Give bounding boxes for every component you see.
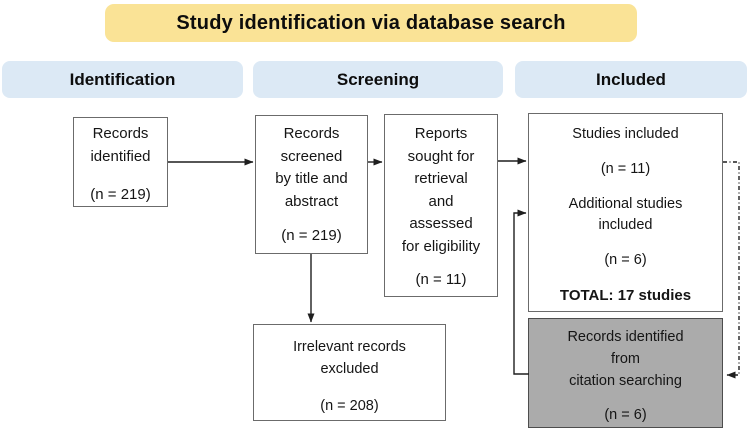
box-label: Studies included — [572, 126, 679, 142]
box-records-identified: Records identified (n = 219) — [73, 117, 168, 207]
arrow-citation-to-included — [513, 209, 529, 375]
box-label: Irrelevant records excluded — [293, 339, 406, 377]
box-citation-records: Records identified from citation searchi… — [528, 318, 723, 428]
box-reports-sought: Reports sought for retrieval and assesse… — [384, 114, 498, 297]
box-label: Additional studies included — [568, 195, 683, 234]
stage-header-included: Included — [515, 61, 747, 98]
box-count: (n = 11) — [600, 160, 651, 177]
box-irrelevant-records-excluded: Irrelevant records excluded (n = 208) — [253, 324, 446, 421]
box-count: (n = 6) — [604, 252, 647, 268]
box-records-screened: Records screened by title and abstract (… — [255, 115, 368, 254]
dashed-arrow-included-to-citation — [723, 161, 740, 379]
box-label: Records identified — [90, 125, 151, 165]
box-total: TOTAL: 17 studies — [559, 286, 692, 304]
box-label: Records screened by title and abstract — [275, 125, 348, 210]
stage-header-identification: Identification — [2, 61, 243, 98]
box-count: (n = 11) — [415, 271, 467, 288]
stage-header-screening: Screening — [253, 61, 503, 98]
title-banner: Study identification via database search — [105, 4, 637, 42]
box-count: (n = 219) — [281, 227, 342, 244]
box-count: (n = 6) — [604, 407, 647, 424]
box-label: Records identified from citation searchi… — [567, 329, 684, 389]
box-count: (n = 208) — [320, 397, 379, 414]
box-count: (n = 219) — [90, 186, 151, 203]
box-label: Reports sought for retrieval and assesse… — [401, 125, 481, 255]
box-studies-included: Studies included (n = 11) Additional stu… — [528, 113, 723, 312]
